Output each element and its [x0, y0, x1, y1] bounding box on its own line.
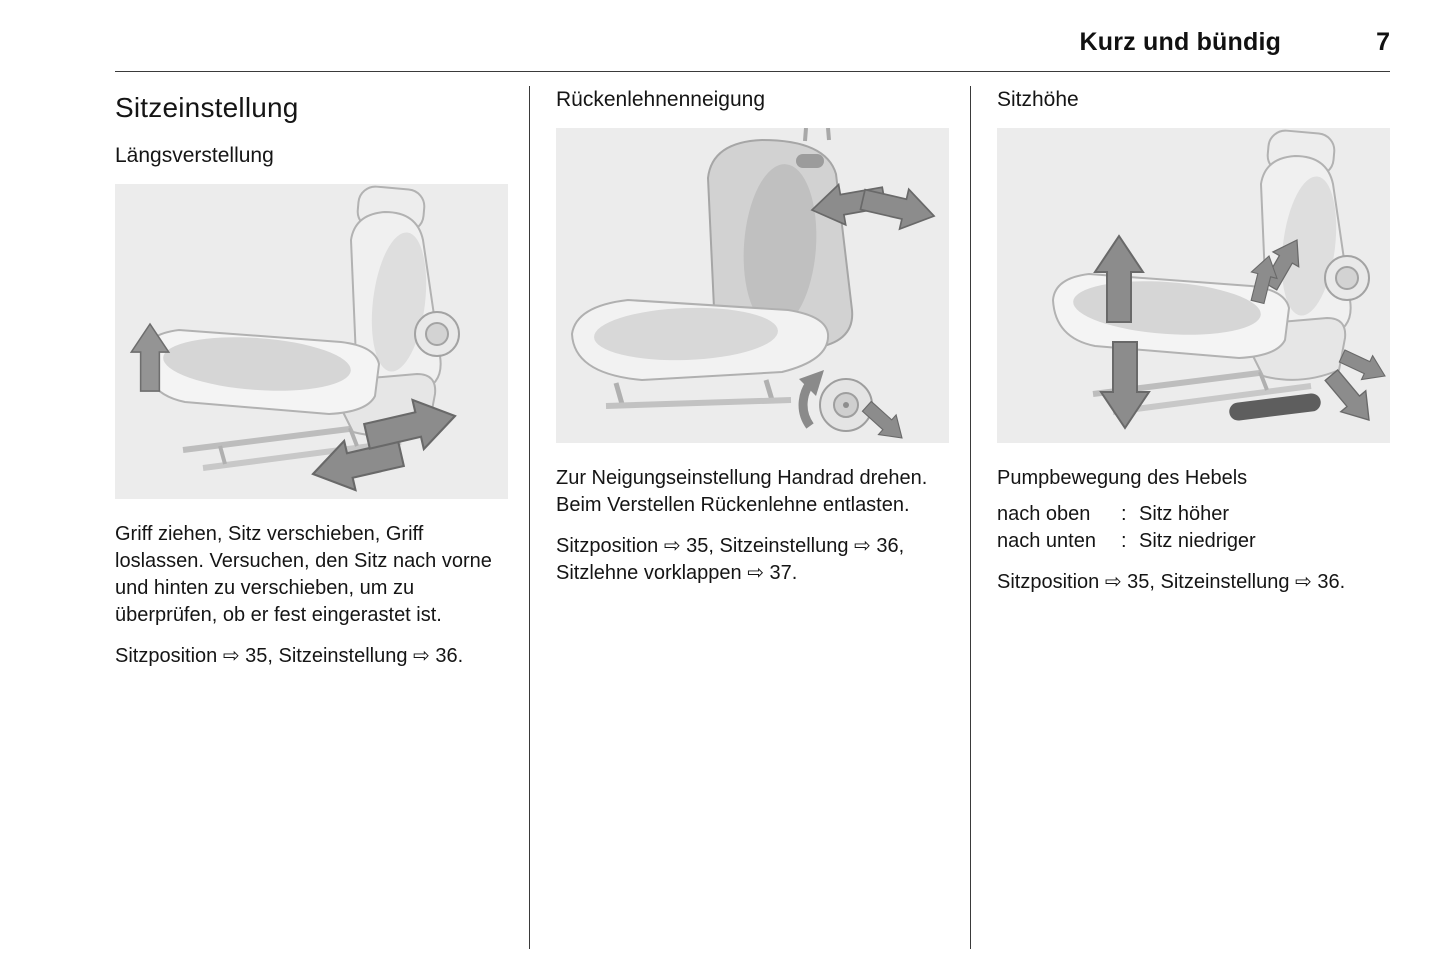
definition-term: nach unten: [997, 530, 1096, 552]
definition-list: nach oben : Sitz höher nach unten : Sitz…: [997, 501, 1390, 555]
handwheel-rotate-arrow-icon: [798, 370, 912, 443]
seat-longitudinal-illustration: [115, 184, 508, 499]
definition-row: nach unten : Sitz niedriger: [997, 528, 1390, 555]
instruction-text: Pumpbewegung des Hebels: [997, 467, 1248, 489]
seat-longitudinal-adjustment-illustration: [115, 184, 508, 499]
seat-height-adjustment-illustration: [997, 128, 1390, 443]
definition-description: Sitz niedriger: [1139, 530, 1256, 552]
definition-description: Sitz höher: [1139, 503, 1230, 525]
cross-reference: Sitzposition ⇨ 35, Sitzeinstellung ⇨ 36.: [997, 571, 1346, 593]
definition-row: nach oben : Sitz höher: [997, 501, 1390, 528]
definition-separator: :: [1121, 530, 1127, 552]
page-number: 7: [1376, 28, 1390, 56]
content-columns: Sitzeinstellung Längsverstellung: [115, 86, 1390, 949]
seat-backrest-inclination-illustration: [556, 128, 949, 443]
subsection-heading-laengsverstellung: Längsverstellung: [115, 144, 274, 167]
instruction-text: Zur Neigungseinstellung Handrad drehen. …: [556, 467, 928, 516]
cross-reference: Sitzposition ⇨ 35, Sitzeinstellung ⇨ 36.: [115, 645, 464, 667]
recline-handwheel: [819, 378, 873, 432]
column-seat-height: Sitzhöhe: [970, 86, 1390, 949]
section-heading-rueckenlehnenneigung: Rückenlehnenneigung: [556, 88, 766, 111]
chapter-title: Kurz und bündig: [1079, 28, 1282, 56]
seat-height-illustration: [997, 128, 1390, 443]
seat-side-view: [142, 185, 460, 471]
seat-front-view: [571, 128, 854, 409]
column-backrest-inclination: Rückenlehnenneigung: [529, 86, 949, 949]
column-seat-adjustment: Sitzeinstellung Längsverstellung: [115, 86, 508, 949]
seat-backrest-illustration: [556, 128, 949, 443]
definition-separator: :: [1121, 503, 1127, 525]
section-heading-sitzeinstellung: Sitzeinstellung: [115, 92, 299, 123]
instruction-text: Griff ziehen, Sitz verschieben, Griff lo…: [115, 523, 492, 626]
section-heading-sitzhoehe: Sitzhöhe: [997, 88, 1079, 111]
page-header: Kurz und bündig 7: [115, 28, 1390, 72]
pump-lever: [1229, 393, 1321, 421]
definition-term: nach oben: [997, 503, 1091, 525]
cross-reference: Sitzposition ⇨ 35, Sitzeinstellung ⇨ 36,…: [556, 535, 905, 584]
